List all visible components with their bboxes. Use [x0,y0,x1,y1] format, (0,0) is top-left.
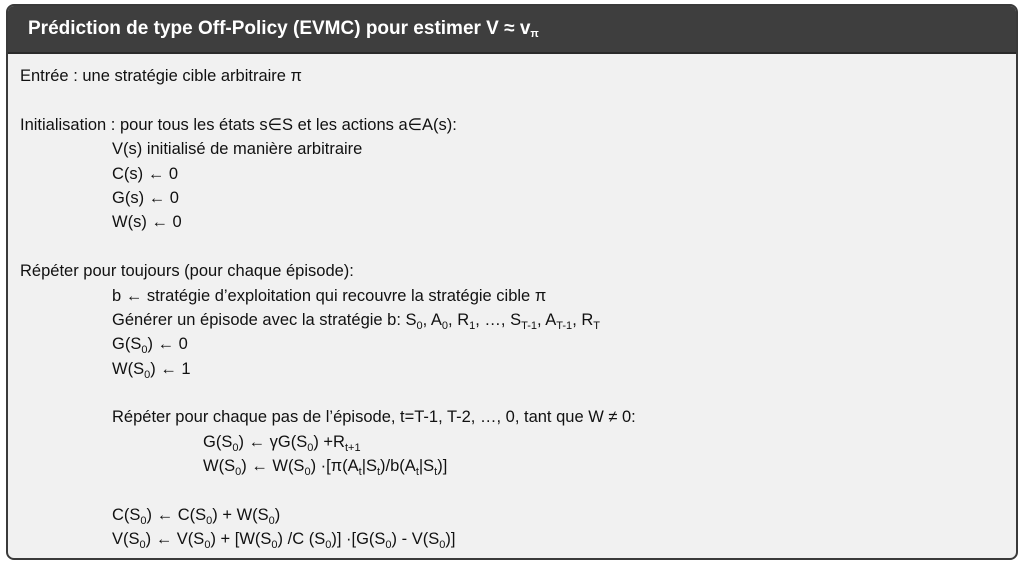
blank-line [20,381,1016,405]
algorithm-title: Prédiction de type Off-Policy (EVMC) pou… [8,6,1016,54]
text: C(S [112,506,141,525]
blank-line [20,88,1016,112]
subscript: 0 [235,466,242,479]
b-assign-line: b ← stratégie d’exploitation qui recouvr… [112,286,547,305]
text: Générer un épisode avec la stratégie b: … [112,310,417,329]
text: W(S [203,457,236,476]
subscript: 0 [206,515,213,528]
g-update-line: G(S0) ← γG(S0) +Rt+1 [20,430,1016,454]
subscript: 1 [469,319,476,332]
title-subscript: π [530,28,539,40]
text: ) ·[π(A [310,457,359,476]
init-w-line: W(s) ← 0 [112,213,182,232]
blank-line [20,479,1016,503]
generate-line: Générer un épisode avec la stratégie b: … [20,308,1016,332]
text: |S [418,457,435,476]
text: G(S [112,335,142,354]
subscript: t [376,466,381,479]
text: ) + [W(S [210,530,272,549]
text: ) ← W(S [241,457,305,476]
w-update-line: W(S0) ← W(S0) ·[π(At|St)/b(At|St)] [20,454,1016,478]
init-c-line: C(s) ← 0 [112,164,178,183]
text: , R [572,310,594,329]
subscript: 0 [325,539,332,552]
subscript: t [358,466,362,479]
algorithm-box: Prédiction de type Off-Policy (EVMC) pou… [6,4,1018,560]
subscript: 0 [144,368,151,381]
inner-repeat-line: Répéter pour chaque pas de l’épisode, t=… [112,408,636,427]
text: ) ← C(S [146,506,207,525]
title-text: Prédiction de type Off-Policy (EVMC) pou… [28,18,531,39]
subscript: 0 [439,539,446,552]
text: V(S [112,530,140,549]
text: ) /C (S [277,530,326,549]
subscript: 0 [204,539,211,552]
text: , A [537,310,557,329]
subscript: 0 [140,515,147,528]
subscript: 0 [139,539,146,552]
subscript: 0 [416,319,423,332]
text: ) ← 0 [147,335,188,354]
input-line: Entrée : une stratégie cible arbitraire … [20,67,302,85]
blank-line [20,235,1016,259]
subscript: T [593,319,601,332]
text: )] ·[G(S [331,530,386,549]
init-line: Initialisation : pour tous les états s∈S… [20,115,457,134]
text: , A [422,310,442,329]
c-update-line: C(S0) ← C(S0) + W(S0) [20,503,1016,527]
v-update-line: V(S0) ← V(S0) + [W(S0) /C (S0)] ·[G(S0) … [20,527,1016,551]
text: ) [274,506,281,525]
subscript: 0 [271,539,278,552]
w-s0-line: W(S0) ← 1 [20,357,1016,381]
text: |S [361,457,377,476]
text: ) +R [313,432,345,451]
text: ) + W(S [212,506,269,525]
subscript: T-1 [556,319,573,332]
text: )/b(A [380,457,416,476]
subscript: t+1 [344,441,361,454]
text: ) ← 1 [150,359,191,378]
text: )] [445,530,456,549]
text: G(S [203,432,233,451]
subscript: 0 [232,441,239,454]
subscript: 0 [441,319,449,332]
subscript: 0 [141,344,148,357]
subscript: t [415,466,419,479]
subscript: 0 [304,466,311,479]
text: )] [437,457,448,476]
algorithm-body: Entrée : une stratégie cible arbitraire … [8,54,1016,552]
subscript: T-1 [521,319,538,332]
text: W(S [112,359,145,378]
g-s0-line: G(S0) ← 0 [20,332,1016,356]
subscript: t [434,466,438,479]
subscript: 0 [268,515,275,528]
init-v-line: V(s) initialisé de manière arbitraire [112,140,363,159]
text: ) ← V(S [145,530,205,549]
text: , …, S [475,310,522,329]
text: ) ← γG(S [238,432,308,451]
repeat-line: Répéter pour toujours (pour chaque épiso… [20,262,354,281]
text: ) - V(S [391,530,440,549]
subscript: 0 [307,441,314,454]
init-g-line: G(s) ← 0 [112,188,179,207]
subscript: 0 [385,539,392,552]
text: , R [448,310,470,329]
